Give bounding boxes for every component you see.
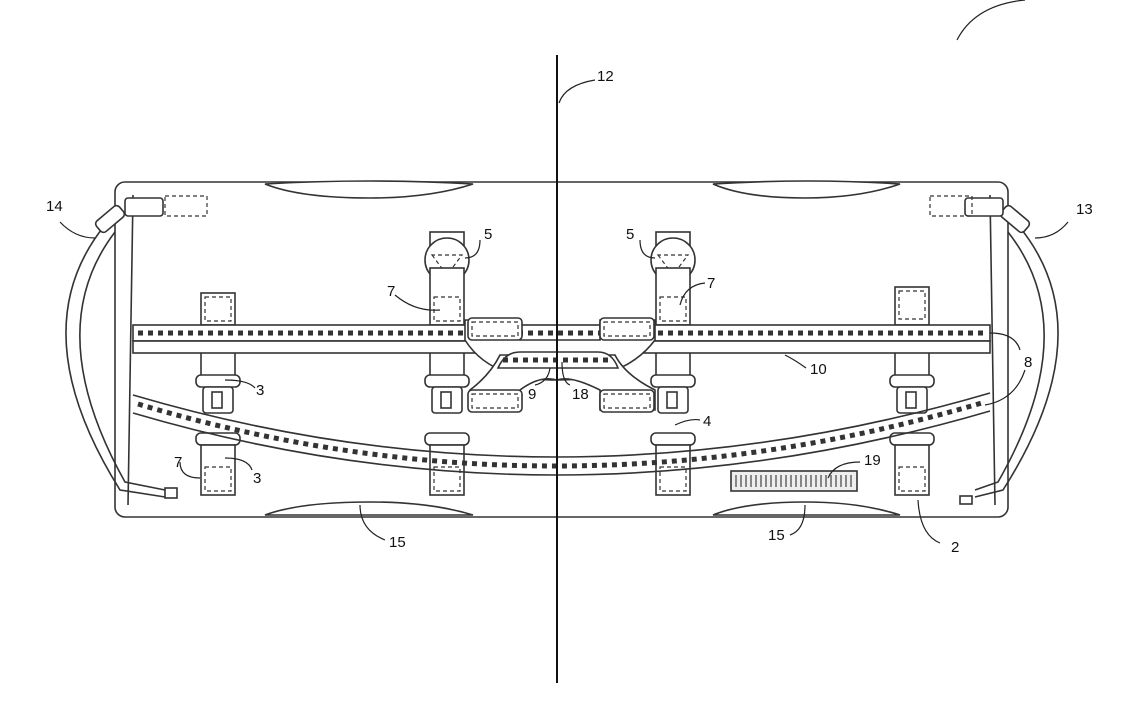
vertical-strap-outer-left: [195, 292, 241, 496]
left-side-strap-outer: [65, 224, 166, 498]
left-side-strap-inner: [79, 231, 166, 491]
label-19: 19: [864, 452, 881, 469]
label-10: 10: [810, 361, 827, 378]
right-side-strap-outer: [974, 224, 1059, 498]
center-bridge: [464, 317, 656, 413]
handle-cutouts: [264, 180, 901, 516]
handle-top-left: [264, 180, 474, 199]
label-12: 12: [597, 68, 614, 85]
left-strap-tip: [164, 487, 178, 499]
handle-bottom-left: [264, 501, 474, 516]
left-buckle: [94, 195, 208, 234]
label-5-right: 5: [626, 226, 634, 243]
label-5-left: 5: [484, 226, 492, 243]
stippled-patch: [730, 470, 858, 492]
board-right-edge: [989, 194, 996, 506]
right-strap-tip: [959, 495, 973, 505]
label-8: 8: [1024, 354, 1032, 371]
label-15-left: 15: [389, 534, 406, 551]
label-15-right: 15: [768, 527, 785, 544]
right-side-strap-inner: [974, 231, 1045, 491]
label-7-left: 7: [387, 283, 395, 300]
handle-top-right: [712, 180, 901, 199]
label-7-right: 7: [707, 275, 715, 292]
corner-arc: [956, 0, 1026, 41]
board-left-edge: [127, 194, 134, 506]
right-buckle: [929, 195, 1031, 234]
vertical-strap-inner-right: [650, 231, 696, 496]
handle-bottom-right: [712, 501, 901, 516]
label-3-lower: 3: [253, 470, 261, 487]
label-3-upper: 3: [256, 382, 264, 399]
curved-strap: [132, 392, 991, 476]
vertical-strap-inner-left: [424, 231, 470, 496]
vertical-strap-outer-right: [889, 286, 935, 496]
label-2: 2: [951, 539, 959, 556]
label-18: 18: [572, 386, 589, 403]
label-13: 13: [1076, 201, 1093, 218]
label-9: 9: [528, 386, 536, 403]
label-14: 14: [46, 198, 63, 215]
leader-lines: [59, 79, 1069, 544]
label-7-lower: 7: [174, 454, 182, 471]
label-4: 4: [703, 413, 711, 430]
